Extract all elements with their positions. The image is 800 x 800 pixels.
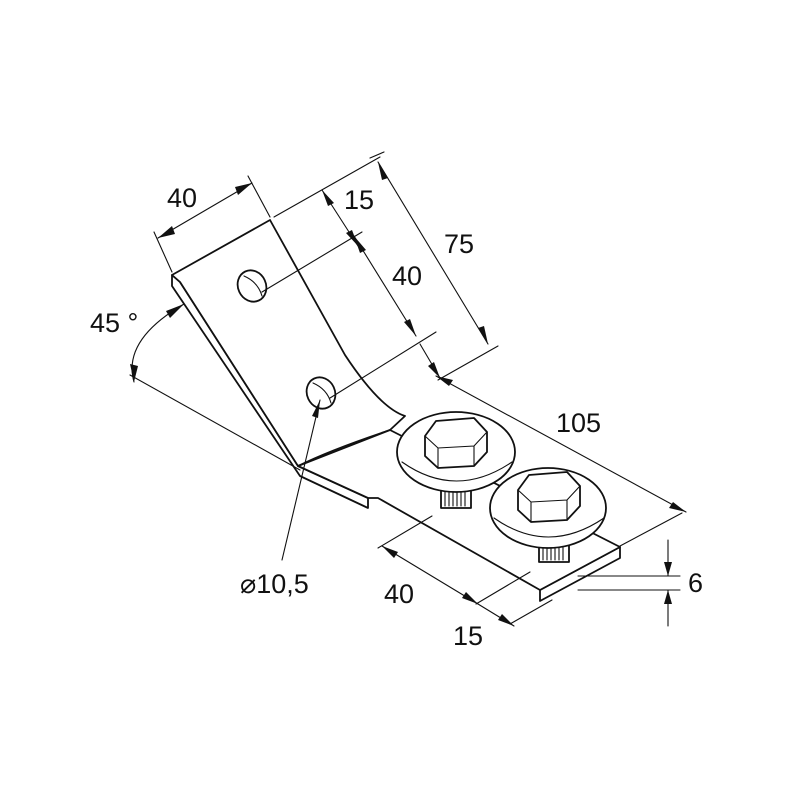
dim-bracket-width: 40 (153, 175, 271, 273)
dim-bottom-spacing: 40 (377, 515, 479, 609)
dim-upper-leg: 75 (369, 151, 499, 381)
dim-angle-label: 45 ° (90, 308, 138, 338)
dim-bottom-edge-label: 15 (453, 621, 483, 651)
upper-plate (171, 219, 406, 467)
dim-bottom-edge: 15 (453, 571, 553, 651)
dim-hole-spacing: 40 (329, 235, 437, 399)
bolt-1-head (424, 417, 488, 469)
dim-lower-length-label: 105 (556, 408, 601, 438)
dim-thickness: 6 (577, 539, 703, 627)
bolt-1-thread-lines (444, 481, 466, 507)
dim-bracket-width-label: 40 (167, 183, 197, 213)
dim-thickness-label: 6 (688, 568, 703, 598)
dim-lower-length: 105 (435, 375, 687, 547)
dim-hole-diameter-label: ⌀10,5 (240, 569, 309, 599)
dim-edge-to-hole: 15 (261, 156, 381, 293)
bolt-2 (489, 467, 607, 563)
dim-upper-leg-label: 75 (444, 229, 474, 259)
hole-upper (236, 269, 268, 303)
dim-edge-to-hole-label: 15 (344, 185, 374, 215)
dim-hole-diameter: ⌀10,5 (240, 399, 321, 599)
bolt-1 (396, 411, 516, 509)
bolt-2-thread-lines (542, 539, 564, 561)
bolt-2-head (517, 471, 581, 523)
dim-hole-spacing-label: 40 (392, 261, 422, 291)
hole-lower (305, 376, 337, 410)
dim-bottom-spacing-label: 40 (384, 579, 414, 609)
dim-angle: 45 ° (90, 303, 301, 471)
